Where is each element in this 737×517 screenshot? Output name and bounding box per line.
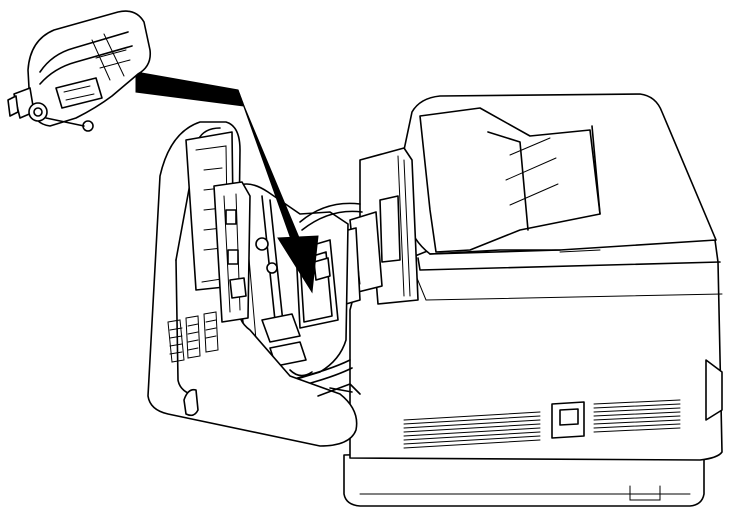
front-door-open (147, 121, 361, 447)
interior-frame-right (339, 147, 419, 305)
insertion-arrow-icon (135, 71, 319, 294)
door-vent (167, 311, 219, 363)
side-vent-left (403, 411, 541, 449)
top-cover (403, 93, 717, 255)
imaging-cartridge-icon (7, 10, 152, 132)
printer-body (343, 239, 723, 507)
side-vent-right (593, 399, 681, 433)
